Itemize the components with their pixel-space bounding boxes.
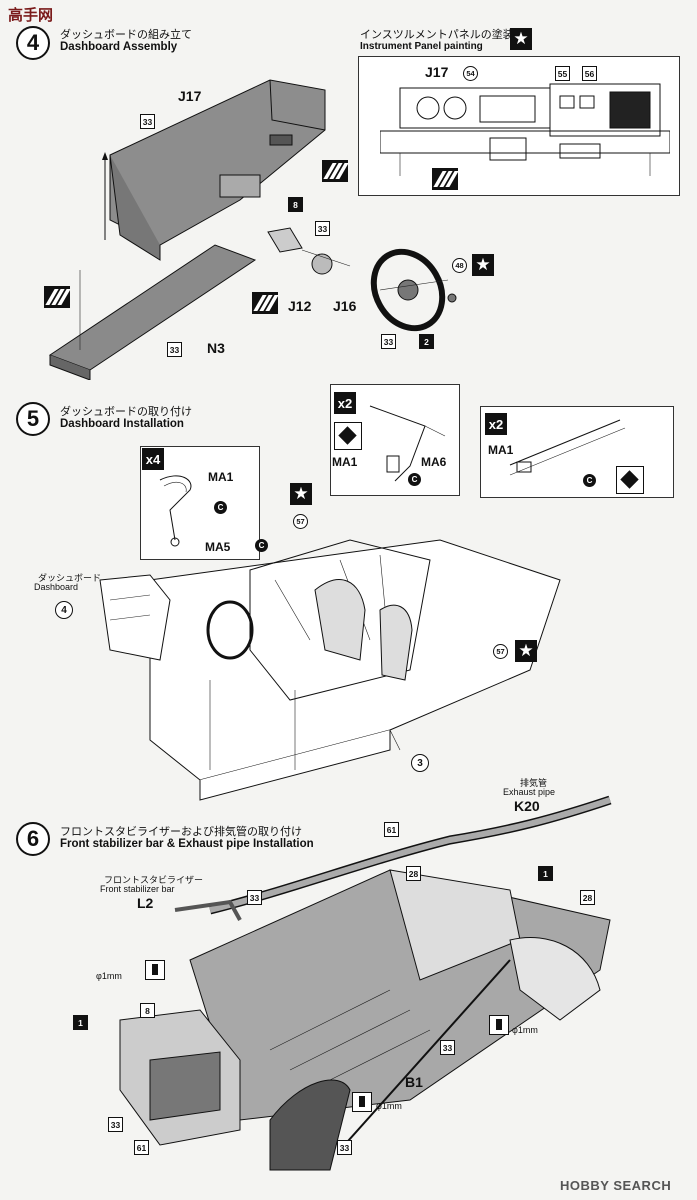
color-c-mark: C: [214, 501, 227, 514]
decal-56: 56: [582, 66, 597, 81]
step-5-number: 5: [16, 402, 50, 436]
part-number-33: 33: [247, 890, 262, 905]
glue-icon: [432, 168, 458, 190]
callout-c-part-ma1: MA1: [488, 443, 514, 457]
glue-icon: [322, 160, 348, 182]
callout-b-part-ma1: MA1: [332, 455, 358, 469]
stabilizer-part-l2: L2: [137, 895, 154, 911]
panel-title-jp: インスツルメントパネルの塗装: [360, 28, 514, 41]
drill-size-label: φ1mm: [96, 971, 122, 981]
glue-icon: [252, 292, 278, 314]
color-c-mark: C: [583, 474, 596, 487]
step-5-title-en: Dashboard Installation: [60, 418, 184, 430]
decal-55: 55: [555, 66, 570, 81]
callout-b-part-ma6: MA6: [421, 455, 447, 469]
step-4-number: 4: [16, 26, 50, 60]
decal-star-icon: ★: [472, 254, 494, 276]
part-number-28: 28: [580, 890, 595, 905]
exhaust-part-k20: K20: [514, 798, 540, 814]
hobby-search-watermark: HOBBY SEARCH: [560, 1178, 672, 1193]
belt-buckle-drawing: [159, 475, 192, 547]
part-number-33: 33: [315, 221, 330, 236]
drill-hole-icon: [145, 960, 165, 980]
part-number-61: 61: [384, 822, 399, 837]
decal-57: 57: [293, 514, 308, 529]
callout-a-part-ma1: MA1: [208, 470, 234, 484]
floor-part-b1: B1: [405, 1074, 423, 1090]
body-step-ref: 3: [411, 754, 429, 772]
steering-wheel-drawing: [370, 248, 457, 332]
step-5-title-jp: ダッシュボードの取り付け: [60, 405, 192, 418]
part-number-8: 8: [288, 197, 303, 212]
diamond-mark-icon: [334, 422, 362, 450]
part-number-33: 33: [337, 1140, 352, 1155]
step-4-title-jp: ダッシュボードの組み立て: [60, 28, 192, 41]
glue-icon: [44, 286, 70, 308]
part-n3-label: N3: [207, 340, 225, 356]
stabilizer-label-jp: フロントスタビライザー: [104, 876, 204, 886]
belt-long-drawing: [509, 419, 626, 476]
callout-b-multiplier: x2: [334, 392, 356, 414]
part-number-33: 33: [108, 1117, 123, 1132]
dashboard-label-jp: ダッシュボード: [38, 574, 102, 584]
part-number-33: 33: [140, 114, 155, 129]
part-number-1: 1: [73, 1015, 88, 1030]
cockpit-assembly-drawing: [99, 539, 561, 801]
part-number-33: 33: [167, 342, 182, 357]
part-number-2: 2: [419, 334, 434, 349]
callout-c-multiplier: x2: [485, 413, 507, 435]
part-number-8: 8: [140, 1003, 155, 1018]
part-j16-label: J16: [333, 298, 357, 314]
diamond-mark-icon: [616, 466, 644, 494]
decal-star-icon: ★: [290, 483, 312, 505]
callout-a-part-ma5: MA5: [205, 540, 231, 554]
part-number-61: 61: [134, 1140, 149, 1155]
decal-54: 54: [463, 66, 478, 81]
part-number-1: 1: [538, 866, 553, 881]
exhaust-label-jp: 排気管: [520, 779, 548, 789]
dashboard-assembly-drawing: [48, 79, 351, 380]
step-6-title-en: Front stabilizer bar & Exhaust pipe Inst…: [60, 838, 314, 850]
dashboard-label-en: Dashboard: [34, 582, 79, 592]
part-number-33: 33: [440, 1040, 455, 1055]
panel-part-j17-label: J17: [425, 64, 449, 80]
watermark-logo: 高手网: [8, 7, 54, 24]
decal-star-icon: ★: [510, 28, 532, 50]
step-6-number: 6: [16, 822, 50, 856]
part-j17-label: J17: [178, 88, 202, 104]
drill-hole-icon: [489, 1015, 509, 1035]
drill-size-label: φ1mm: [512, 1025, 538, 1035]
dashboard-step-ref: 4: [55, 601, 73, 619]
part-number-33: 33: [381, 334, 396, 349]
chassis-floor-drawing: [119, 795, 612, 1171]
stabilizer-label-en: Front stabilizer bar: [100, 884, 175, 894]
belt-strap-drawing: [369, 405, 446, 482]
instrument-panel-drawing: [380, 83, 670, 176]
part-number-48: 48: [452, 258, 467, 273]
part-number-28: 28: [406, 866, 421, 881]
drill-size-label: φ1mm: [376, 1101, 402, 1111]
drill-hole-icon: [352, 1092, 372, 1112]
step-4-title-en: Dashboard Assembly: [60, 41, 178, 53]
panel-title-en: Instrument Panel painting: [360, 41, 483, 52]
decal-57: 57: [493, 644, 508, 659]
color-c-mark: C: [255, 539, 268, 552]
callout-a-multiplier: x4: [142, 448, 164, 470]
decal-star-icon: ★: [515, 640, 537, 662]
step-6-title-jp: フロントスタビライザーおよび排気管の取り付け: [60, 825, 302, 838]
color-c-mark: C: [408, 473, 421, 486]
exhaust-label-en: Exhaust pipe: [503, 787, 556, 797]
part-j12-label: J12: [288, 298, 312, 314]
